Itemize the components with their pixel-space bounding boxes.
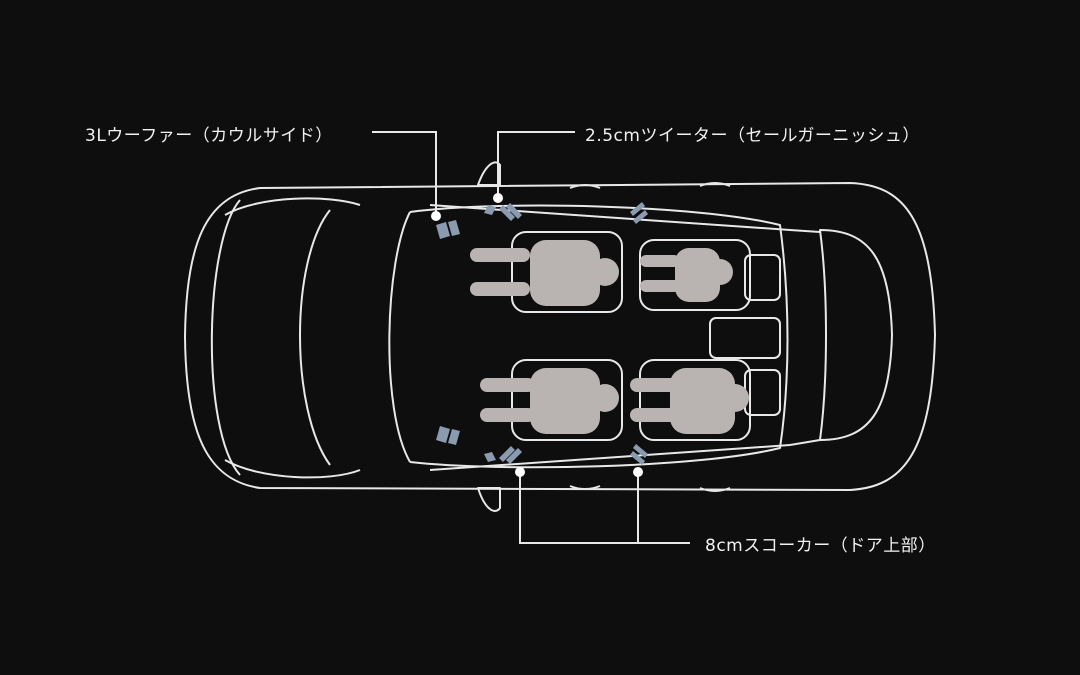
leader-lines xyxy=(372,131,690,544)
occupants xyxy=(470,240,749,434)
squawker-speaker-rear xyxy=(630,444,648,465)
occupant-driver xyxy=(470,240,619,306)
tweeter-speaker-left xyxy=(484,203,522,221)
speakers xyxy=(436,202,648,465)
occupant-passenger xyxy=(480,368,619,434)
tweeter-label: 2.5cmツイーター（セールガーニッシュ） xyxy=(585,126,920,146)
woofer-label: 3Lウーファー（カウルサイド） xyxy=(85,126,333,146)
leader-dots xyxy=(431,193,643,477)
woofer-speaker-left xyxy=(436,220,460,239)
occupant-rear-left xyxy=(630,368,749,434)
woofer-speaker-right xyxy=(436,426,460,445)
squawker-speaker-front xyxy=(484,446,522,464)
squawker-label: 8cmスコーカー（ドア上部） xyxy=(705,536,936,556)
occupant-rear-right xyxy=(640,248,733,302)
car-outline xyxy=(184,161,936,512)
rear-speaker-right xyxy=(630,202,648,224)
